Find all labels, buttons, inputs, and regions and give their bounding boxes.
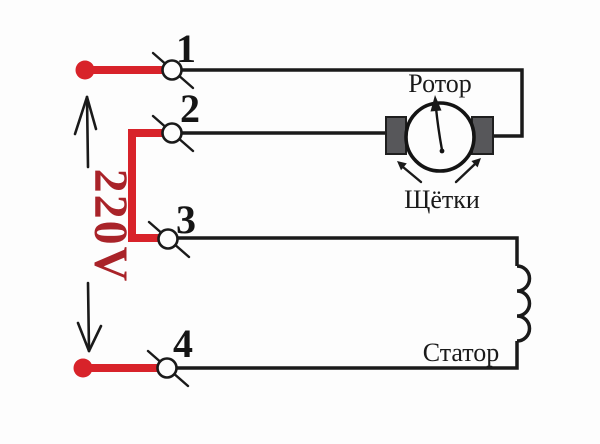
- terminal-3: 3: [147, 197, 196, 259]
- wire-stator-to-terminal4: [176, 341, 519, 370]
- voltage-down-arrow: [76, 281, 103, 353]
- terminal-2-label: 2: [180, 86, 200, 131]
- brush-pointer-left: [397, 161, 423, 184]
- stator-label: Статор: [423, 338, 500, 367]
- terminal-4-label: 4: [173, 321, 193, 366]
- rotor-label: Ротор: [408, 69, 472, 98]
- brush-left: [385, 116, 407, 155]
- brush-pointer-right: [454, 158, 481, 184]
- terminal-1-label: 1: [176, 26, 196, 71]
- stator-coil: [516, 264, 532, 343]
- terminal-3-label: 3: [176, 197, 196, 242]
- wire-terminal1-to-rotor: [181, 68, 524, 138]
- terminal-1: 1: [151, 26, 196, 90]
- terminal-2: 2: [151, 86, 200, 153]
- supply-jumper-wire: [128, 129, 163, 242]
- terminal-2-contact: [161, 122, 183, 144]
- terminal-4-contact: [156, 357, 178, 379]
- rotor-hand-arrow: [430, 95, 445, 154]
- voltage-up-arrow: [73, 95, 98, 169]
- wire-terminal3-to-stator: [177, 236, 519, 266]
- voltage-label: 220V: [84, 169, 137, 284]
- terminal-3-contact: [157, 228, 179, 250]
- terminal-4: 4: [146, 321, 193, 388]
- terminal-1-contact: [161, 59, 183, 81]
- brushes-label: Щётки: [404, 185, 480, 214]
